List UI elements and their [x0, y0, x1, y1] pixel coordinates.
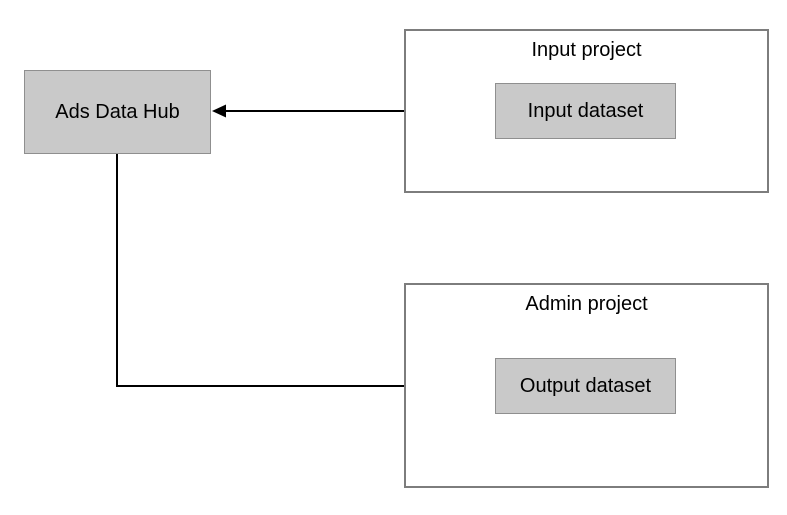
- node-input-dataset: Input dataset: [495, 83, 676, 139]
- arrowhead-left-icon: [212, 104, 226, 118]
- input-project-title: Input project: [531, 39, 642, 61]
- node-ads-data-hub: Ads Data Hub: [24, 70, 211, 154]
- node-output-dataset: Output dataset: [495, 358, 676, 414]
- admin-project-title: Admin project: [525, 293, 648, 315]
